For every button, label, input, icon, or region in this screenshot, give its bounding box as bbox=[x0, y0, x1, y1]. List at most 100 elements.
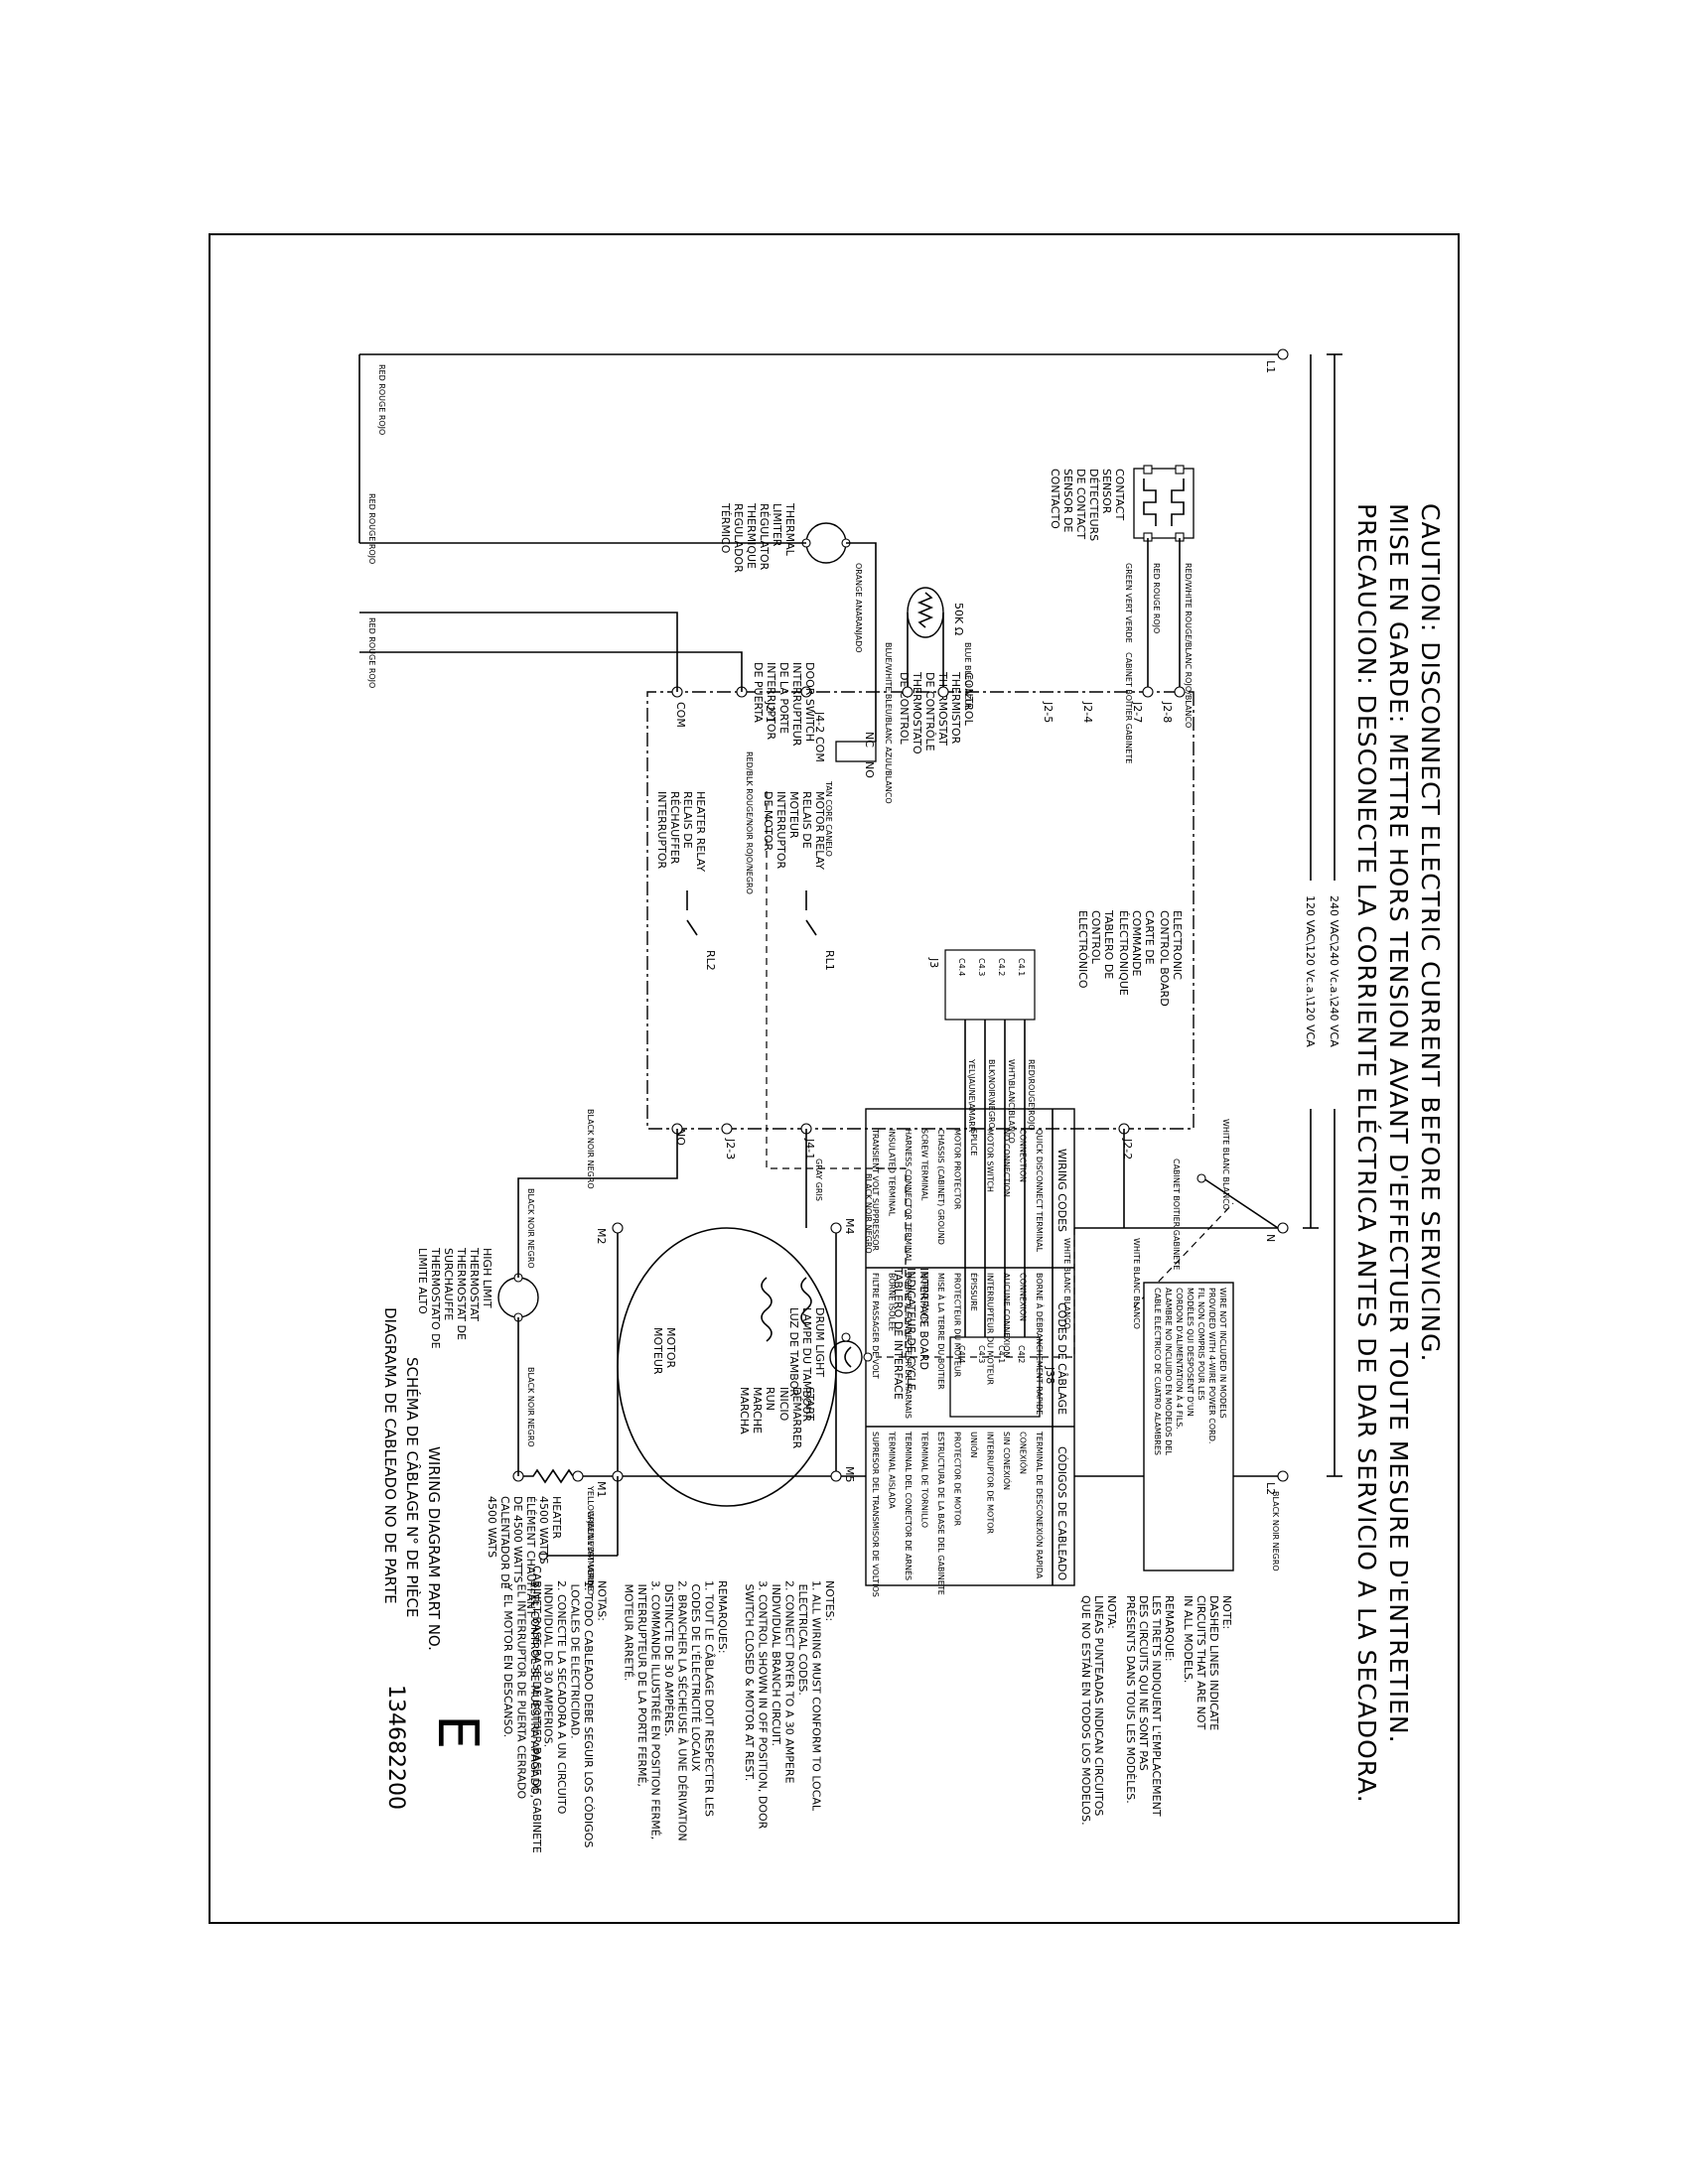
wire-note-text: WIRE NOT INCLUDED IN MODELS PROVIDED WIT… bbox=[1153, 1288, 1227, 1457]
conn-j2-5: J2-5 bbox=[1042, 701, 1055, 723]
motor: M4 M5 M2 M1 START DÉMARRER INICIO RUN MA… bbox=[595, 1218, 856, 1507]
wire-n-ground bbox=[1202, 1177, 1279, 1229]
tan-wire: TAN CORE CANELO bbox=[824, 780, 833, 857]
n-wire-color: WHITE BLANC BLANCO bbox=[1132, 1238, 1141, 1329]
wire-red-blk bbox=[359, 651, 743, 692]
sensor-wire-green: GREEN VERT VERDE bbox=[1124, 563, 1133, 643]
heater-relay-label: HEATER RELAY RELAIS DE RÉCHAUFFER INTERR… bbox=[655, 791, 707, 876]
conn-j2-2: J2-2 bbox=[1121, 1138, 1134, 1160]
heater-black-wire: BLACK NOIR NEGRO bbox=[526, 1367, 535, 1447]
codes-cell: TRANSIENT VOLT SUPPRESSOR bbox=[871, 1128, 880, 1252]
terminal-n-label: N bbox=[1264, 1234, 1277, 1242]
limiter-orange-wire: ORANGE ANARANJADO bbox=[854, 563, 863, 653]
codes-cell: MOTOR SWITCH bbox=[986, 1129, 995, 1192]
ribbon-wire-2: WHT\BLANC\BLANCO bbox=[1007, 1059, 1016, 1144]
codes-cell: TERMINAL DE TORNILLO bbox=[920, 1431, 929, 1528]
door-com: COM bbox=[813, 737, 826, 762]
ribbon-cable: RED\ROUGE\ROJO WHT\BLANC\BLANCO BLK\NOIR… bbox=[964, 1020, 1036, 1337]
j38-c42: C4.2 bbox=[1017, 1345, 1026, 1363]
part-number: 134682200 bbox=[383, 1685, 408, 1810]
voltage-240-label: 240 VAC\240 Vc.a.\240 VCA bbox=[1328, 895, 1340, 1047]
terminal-l1: L1 bbox=[1264, 348, 1289, 373]
thermal-limiter-label: THERMAL LIMITER RÉGULATOR THERMIQUE REGU… bbox=[719, 502, 796, 576]
dashed-circuit-door bbox=[766, 791, 906, 1169]
n-ground-wire-label: WHITE BLANC BLANCO bbox=[1221, 1119, 1230, 1210]
conn-j3: J3 bbox=[927, 957, 940, 968]
conn-j2-1: J2-1 bbox=[764, 701, 776, 723]
contact-sensor-label: CONTACT SENSOR DÉTECTEURS DE CONTACT SEN… bbox=[1049, 469, 1126, 545]
terminal-l2: L2 bbox=[1264, 1470, 1289, 1495]
general-notes: NOTES:1. ALL WIRING MUST CONFORM TO LOCA… bbox=[501, 1580, 836, 1847]
n-cabinet-label: CABINET BOITIER GABINETE bbox=[1172, 1159, 1181, 1270]
thermistor-wire-blue: BLUE BLEU AZUL bbox=[963, 642, 972, 710]
codes-header-es: CÓDIGOS DE CABLEADO bbox=[1055, 1446, 1068, 1580]
com-red-wire: RED ROUGE ROJO bbox=[367, 617, 376, 688]
heater-label: HEATER 4500 WATTS ÉLÉMENT CHAUFFANT DE 4… bbox=[486, 1496, 563, 1619]
conn-j2-8: J2-8 bbox=[1161, 701, 1174, 723]
motor-run-label: RUN MARCHE MARCHA bbox=[738, 1387, 776, 1437]
codes-cell: SIN CONEXIÓN bbox=[1002, 1432, 1013, 1490]
sensor-wire-red-white: RED/WHITE ROUGE/BLANC ROJO/BLANCO bbox=[1184, 563, 1193, 728]
high-limit-thermostat: HIGH LIMIT THERMOSTAT THERMOSTAT DE SURC… bbox=[416, 1247, 539, 1349]
motor-m1: M1 bbox=[595, 1481, 608, 1498]
codes-cell: BORNE À CONNECTEUR DE HARNAIS bbox=[904, 1273, 914, 1419]
contact-sensor: CONTACT SENSOR DÉTECTEURS DE CONTACT SEN… bbox=[1049, 465, 1195, 545]
ribbon-wire-1: RED\ROUGE\ROJO bbox=[1027, 1059, 1036, 1131]
wire-orange bbox=[846, 542, 877, 742]
door-no: NO bbox=[863, 761, 876, 778]
codes-cell: SCREW TERMINAL bbox=[920, 1129, 929, 1201]
motor-m4: M4 bbox=[843, 1218, 856, 1235]
conn-j4-1: J4-1 bbox=[803, 1138, 816, 1160]
heater: YELLOW JAUNE AMMARILLO HEATER 4500 WATTS… bbox=[486, 1468, 595, 1619]
caution-en: CAUTION: DISCONNECT ELECTRIC CURRENT BEF… bbox=[1416, 503, 1445, 1362]
codes-cell: FILTRE PASSAGER DE VOLT bbox=[871, 1273, 880, 1379]
j38-c44: C4.4 bbox=[957, 1345, 966, 1363]
wire-note-box: WIRE NOT INCLUDED IN MODELS PROVIDED WIT… bbox=[1143, 1282, 1234, 1571]
thermistor-wire-blue-white: BLUE/WHITE BLEU/BLANC AZUL/BLANCO bbox=[884, 642, 893, 804]
motor-m5: M5 bbox=[843, 1466, 856, 1483]
ground-green-wire: GREEN VERT VERDE bbox=[586, 1511, 595, 1591]
codes-cell: TERMINAL AISLADA bbox=[888, 1431, 897, 1509]
voltage-120-dimension: 120 VAC\120 Vc.a.\120 VCA bbox=[1303, 354, 1319, 1229]
codes-cell: BORNE À VIS bbox=[920, 1273, 931, 1324]
codes-cell: CONNEXION bbox=[1019, 1273, 1028, 1321]
thermistor-value: 50K Ω bbox=[952, 603, 965, 635]
title-line3: DIAGRAMA DE CABLEADO NO DE PARTE bbox=[381, 1307, 399, 1604]
codes-cell: SUPRESOR DEL TRANSMISOR DE VOLTIOS bbox=[871, 1432, 880, 1597]
l1-red-wire: RED ROUGE ROJO bbox=[367, 493, 376, 564]
j3-c42: C4.2 bbox=[997, 958, 1006, 976]
conn-j38: J38 bbox=[1044, 1366, 1056, 1384]
sensor-wire-red: RED ROUGE ROJO bbox=[1152, 563, 1161, 633]
codes-cell: BORNE ISOLÉE bbox=[888, 1273, 899, 1331]
wiring-codes-table: WIRING CODES CODES DE CÂBLAGE CÓDIGOS DE… bbox=[865, 1108, 1075, 1597]
codes-header-fr: CODES DE CÂBLAGE bbox=[1055, 1302, 1068, 1415]
codes-cell: UNIÓN bbox=[969, 1432, 980, 1457]
codes-header-en: WIRING CODES bbox=[1055, 1149, 1068, 1232]
codes-cell: CONNECTION bbox=[1019, 1129, 1028, 1182]
interface-board: J38 C4.2 C4.1 C4.3 C4.4 INTERFACE BOARD … bbox=[892, 1267, 1056, 1418]
voltage-120-label: 120 VAC\120 Vc.a.\120 VCA bbox=[1304, 895, 1317, 1047]
j38-c41: C4.1 bbox=[997, 1345, 1006, 1363]
terminal-l1-label: L1 bbox=[1264, 360, 1277, 373]
interface-board-label: INTERFACE BOARD INDICATEUR DE CYCLE TABL… bbox=[892, 1267, 930, 1400]
control-board-label: ELECTRONIC CONTROL BOARD CARTE DE COMMAN… bbox=[1076, 909, 1184, 1010]
codes-cell: NO CONNECTION bbox=[1002, 1129, 1011, 1197]
title-line1: WIRING DIAGRAM PART NO. bbox=[425, 1446, 443, 1651]
caution-fr: MISE EN GARDE: METTRE HORS TENSION AVANT… bbox=[1384, 503, 1413, 1744]
voltage-240-dimension: 240 VAC\240 Vc.a.\240 VCA bbox=[1327, 353, 1342, 1477]
codes-cell: QUICK DISCONNECT TERMINAL bbox=[1035, 1129, 1044, 1253]
conn-j2-3: J2-3 bbox=[724, 1138, 737, 1160]
codes-cell: INTERRUPTOR DE MOTOR bbox=[986, 1432, 995, 1535]
conn-j2-7: J2-7 bbox=[1131, 701, 1144, 723]
motor-label: MOTOR MOTEUR bbox=[651, 1327, 677, 1375]
dashed-lines-note: NOTE: DASHED LINES INDICATE CIRCUITS THA… bbox=[1079, 1595, 1233, 1826]
motor-relay-label: MOTOR RELAY RELAIS DE MOTEUR INTERRUPTOR… bbox=[762, 791, 826, 874]
rotated-drawing: CAUTION: DISCONNECT ELECTRIC CURRENT BEF… bbox=[211, 235, 1462, 1926]
sensor-cabinet: CABINET BOITIER GABINETE bbox=[1124, 652, 1133, 763]
drum-black-wire: BLACK NOIR NEGRO bbox=[864, 1173, 873, 1254]
revision-letter: E bbox=[425, 1714, 490, 1749]
codes-cell: HARNESS CONNECTOR TERMINAL bbox=[904, 1129, 913, 1264]
j38-c43: C4.3 bbox=[977, 1345, 986, 1363]
codes-cell: TERMINAL DE DESCONEXIÓN RAPIDA bbox=[1035, 1431, 1046, 1579]
